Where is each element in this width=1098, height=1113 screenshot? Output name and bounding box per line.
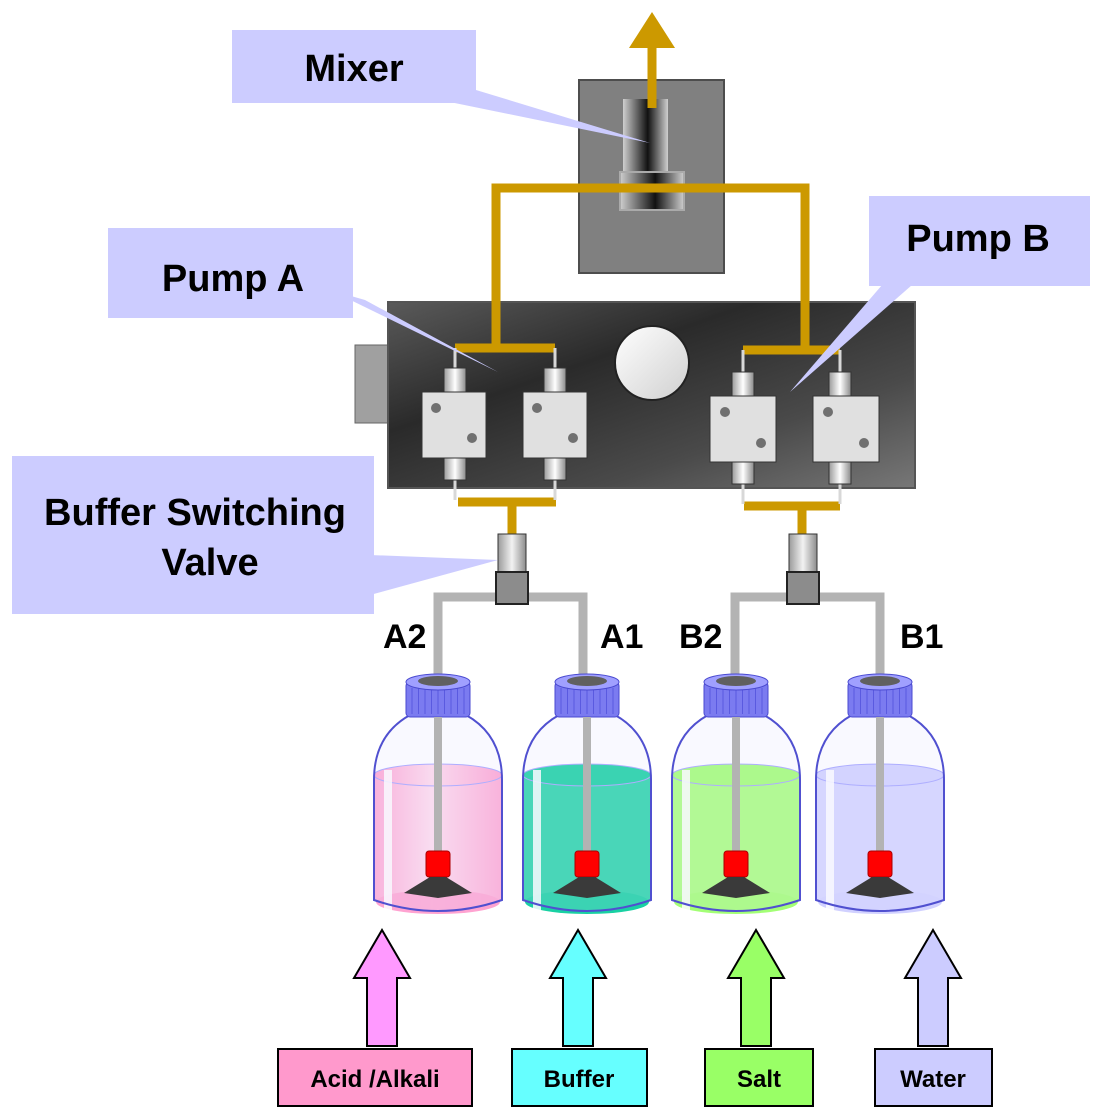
port-label-a2: A2 [383,618,426,656]
inlet-tubing [433,592,885,680]
outlet-arrow-icon [629,12,675,48]
arrow-group [352,928,963,1047]
callout-pump-a: Pump A [108,228,498,372]
arrow-up-water-icon [903,928,963,1047]
arrow-up-acid-alkali-icon [352,928,412,1047]
reagent-box-water: Water [874,1048,993,1107]
reagent-label-buffer: Buffer [544,1066,615,1093]
reagent-box-salt: Salt [704,1048,814,1107]
port-label-a1: A1 [600,618,643,656]
callout-pump-a-label: Pump A [162,258,304,300]
pump-b-head-right [812,395,880,463]
callout-mixer: Mixer [232,30,650,143]
pump-a-heads [421,348,588,500]
arrow-up-buffer-icon [548,928,608,1047]
reagent-box-buffer: Buffer [511,1048,648,1107]
reagent-label-acid-alkali: Acid /Alkali [310,1066,439,1093]
bottle-b2-salt [671,673,801,914]
reagent-label-water: Water [900,1066,966,1093]
outlet-tubing [455,40,840,535]
bottle-a2-acid-alkali [373,673,503,914]
pump-b-head-left [709,395,777,463]
pump-a-head-right [522,391,588,459]
pump-a-head-left [421,391,487,459]
reagent-label-salt: Salt [737,1066,781,1093]
callout-valve-label-line1: Buffer Switching [44,492,346,534]
reagent-box-acid-alkali: Acid /Alkali [277,1048,473,1107]
mixer-unit [578,79,725,274]
buffer-switching-valve-a [495,533,529,605]
callout-valve-label-line2: Valve [161,542,258,584]
port-label-b1: B1 [900,618,943,656]
callout-pump-b: Pump B [790,196,1090,392]
pump-b-heads [709,350,880,504]
pump-indicator-circle [614,325,690,401]
bottle-b1-water [815,673,945,914]
callout-mixer-label: Mixer [304,48,403,90]
bottle-group [373,673,945,914]
callout-valve: Buffer Switching Valve [12,456,498,614]
arrow-up-salt-icon [726,928,786,1047]
buffer-switching-valve-b [786,533,820,605]
port-label-b2: B2 [679,618,722,656]
callout-pump-b-label: Pump B [906,218,1050,260]
bottle-a1-buffer [522,673,652,914]
